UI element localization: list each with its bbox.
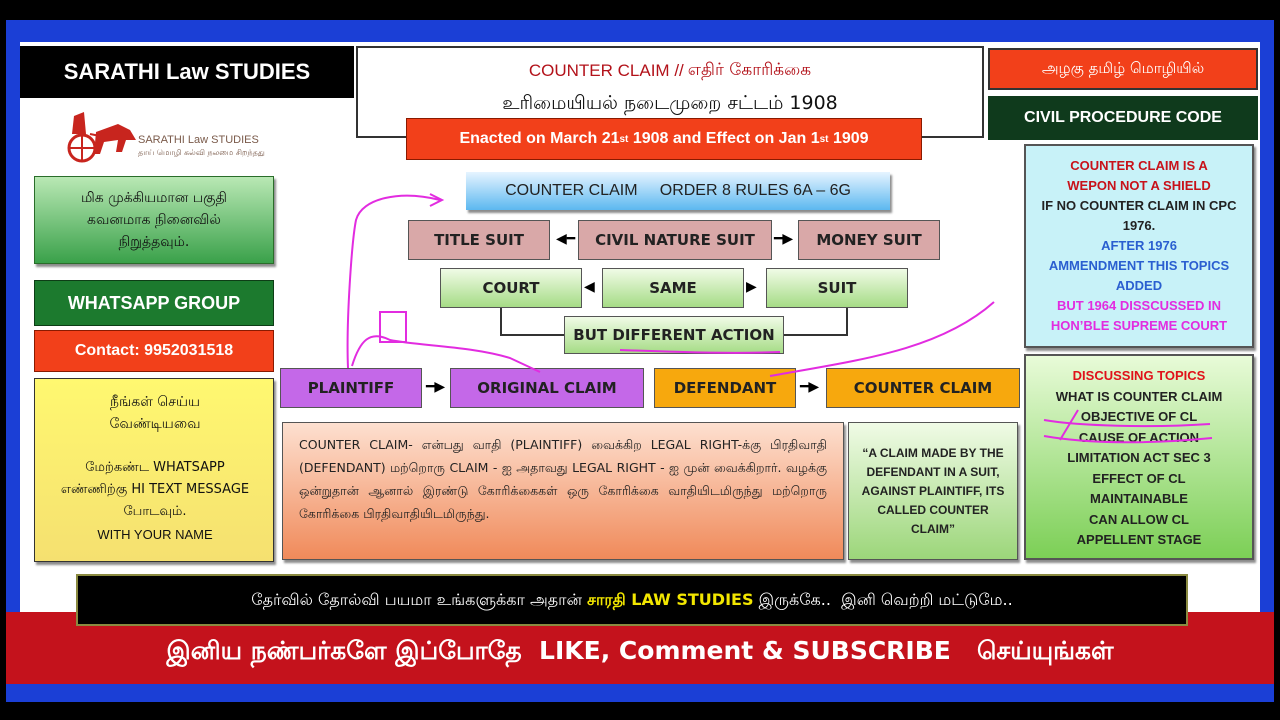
definition-box: “A CLAIM MADE BY THE DEFENDANT IN A SUIT…: [848, 422, 1018, 560]
motivation-brand: சாரதி LAW STUDIES: [587, 589, 754, 609]
weapon-line5: AMMENDMENT THIS TOPICS ADDED: [1048, 258, 1230, 293]
topic-item: MAINTAINABLE: [1090, 491, 1188, 506]
topic-item: CAUSE OF ACTION: [1078, 429, 1200, 445]
weapon-box: COUNTER CLAIM IS A WEPON NOT A SHIELD IF…: [1024, 144, 1254, 348]
topic-item: LIMITATION ACT SEC 3: [1067, 450, 1211, 465]
original-claim-box: ORIGINAL CLAIM: [450, 368, 644, 408]
cpc-badge: CIVIL PROCEDURE CODE: [988, 96, 1258, 140]
topic-item: EFFECT OF CL: [1092, 470, 1186, 486]
court-box: COURT: [440, 268, 582, 308]
defendant-box: DEFENDANT: [654, 368, 796, 408]
chariot-icon: [67, 112, 136, 163]
header-title-en: COUNTER CLAIM //: [528, 61, 684, 80]
order-rules-box: COUNTER CLAIM ORDER 8 RULES 6A – 6G: [466, 172, 890, 210]
chariot-logo: SARATHI Law STUDIES தாய் மொழி கல்வி நலமை…: [60, 106, 290, 166]
header-subtitle: உரிமையியல் நடைமுறை சட்டம் 1908: [502, 92, 838, 114]
weapon-line4: AFTER 1976: [1101, 238, 1177, 253]
tamil-language-badge: அழகு தமிழ் மொழியில்: [988, 48, 1258, 90]
plaintiff-box: PLAINTIFF: [280, 368, 422, 408]
weapon-line2: WEPON NOT A SHIELD: [1067, 178, 1211, 193]
civil-nature-suit-box: CIVIL NATURE SUIT: [578, 220, 772, 260]
title-suit-box: TITLE SUIT: [408, 220, 550, 260]
topics-box: DISCUSSING TOPICS WHAT IS COUNTER CLAIM …: [1024, 354, 1254, 560]
topics-title: DISCUSSING TOPICS: [1072, 368, 1206, 383]
weapon-line3: IF NO COUNTER CLAIM IN CPC 1976.: [1041, 198, 1237, 233]
arrow-right-icon: ━▶: [426, 379, 446, 395]
arrow-right-icon: ━▶: [774, 231, 794, 247]
arrow-left-icon: ◀━: [556, 231, 576, 247]
different-action-box: BUT DIFFERENT ACTION: [564, 316, 784, 354]
motivation-banner: தேர்வில் தோல்வி பயமா உங்களுக்கா அதான் சா…: [76, 574, 1188, 626]
important-note: மிக முக்கியமான பகுதி கவனமாக நினைவில் நிற…: [34, 176, 274, 264]
whatsapp-group-badge[interactable]: WHATSAPP GROUP: [34, 280, 274, 326]
logo-name: SARATHI Law STUDIES: [138, 134, 259, 146]
subscribe-banner: இனிய நண்பர்களே இப்போதே LIKE, Comment & S…: [166, 635, 1114, 665]
topic-item: WHAT IS COUNTER CLAIM: [1055, 388, 1223, 404]
topic-item: CAN ALLOW CL: [1089, 511, 1189, 527]
arrow-left-icon: ◀: [584, 279, 595, 295]
suit-box: SUIT: [766, 268, 908, 308]
header-title-ta: எதிர் கோரிக்கை: [687, 60, 812, 80]
topic-item: OBJECTIVE OF CL: [1080, 409, 1198, 424]
weapon-line1: COUNTER CLAIM IS A: [1070, 158, 1208, 173]
todo-name-hint: WITH YOUR NAME: [97, 527, 213, 542]
arrow-right-icon: ▶: [746, 279, 757, 295]
todo-box: நீங்கள் செய்ய வேண்டியவை மேற்கண்ட WHATSAP…: [34, 378, 274, 562]
todo-title: நீங்கள் செய்ய வேண்டியவை: [109, 394, 201, 432]
logo-tagline: தாய் மொழி கல்வி நலமை சிறந்தது: [138, 148, 265, 157]
brand-title: SARATHI Law STUDIES: [20, 46, 354, 98]
topic-item: APPELLENT STAGE: [1076, 532, 1202, 547]
same-box: SAME: [602, 268, 744, 308]
explanation-box: COUNTER CLAIM- என்பது வாதி (PLAINTIFF) வ…: [282, 422, 844, 560]
contact-badge[interactable]: Contact: 9952031518: [34, 330, 274, 372]
todo-body: மேற்கண்ட WHATSAPP எண்ணிற்கு HI TEXT MESS…: [60, 460, 250, 519]
weapon-line6: BUT 1964 DISSCUSSED IN HON’BLE SUPREME C…: [1050, 298, 1228, 333]
arrow-right-icon: ━▶: [800, 379, 820, 395]
counter-claim-box: COUNTER CLAIM: [826, 368, 1020, 408]
money-suit-box: MONEY SUIT: [798, 220, 940, 260]
